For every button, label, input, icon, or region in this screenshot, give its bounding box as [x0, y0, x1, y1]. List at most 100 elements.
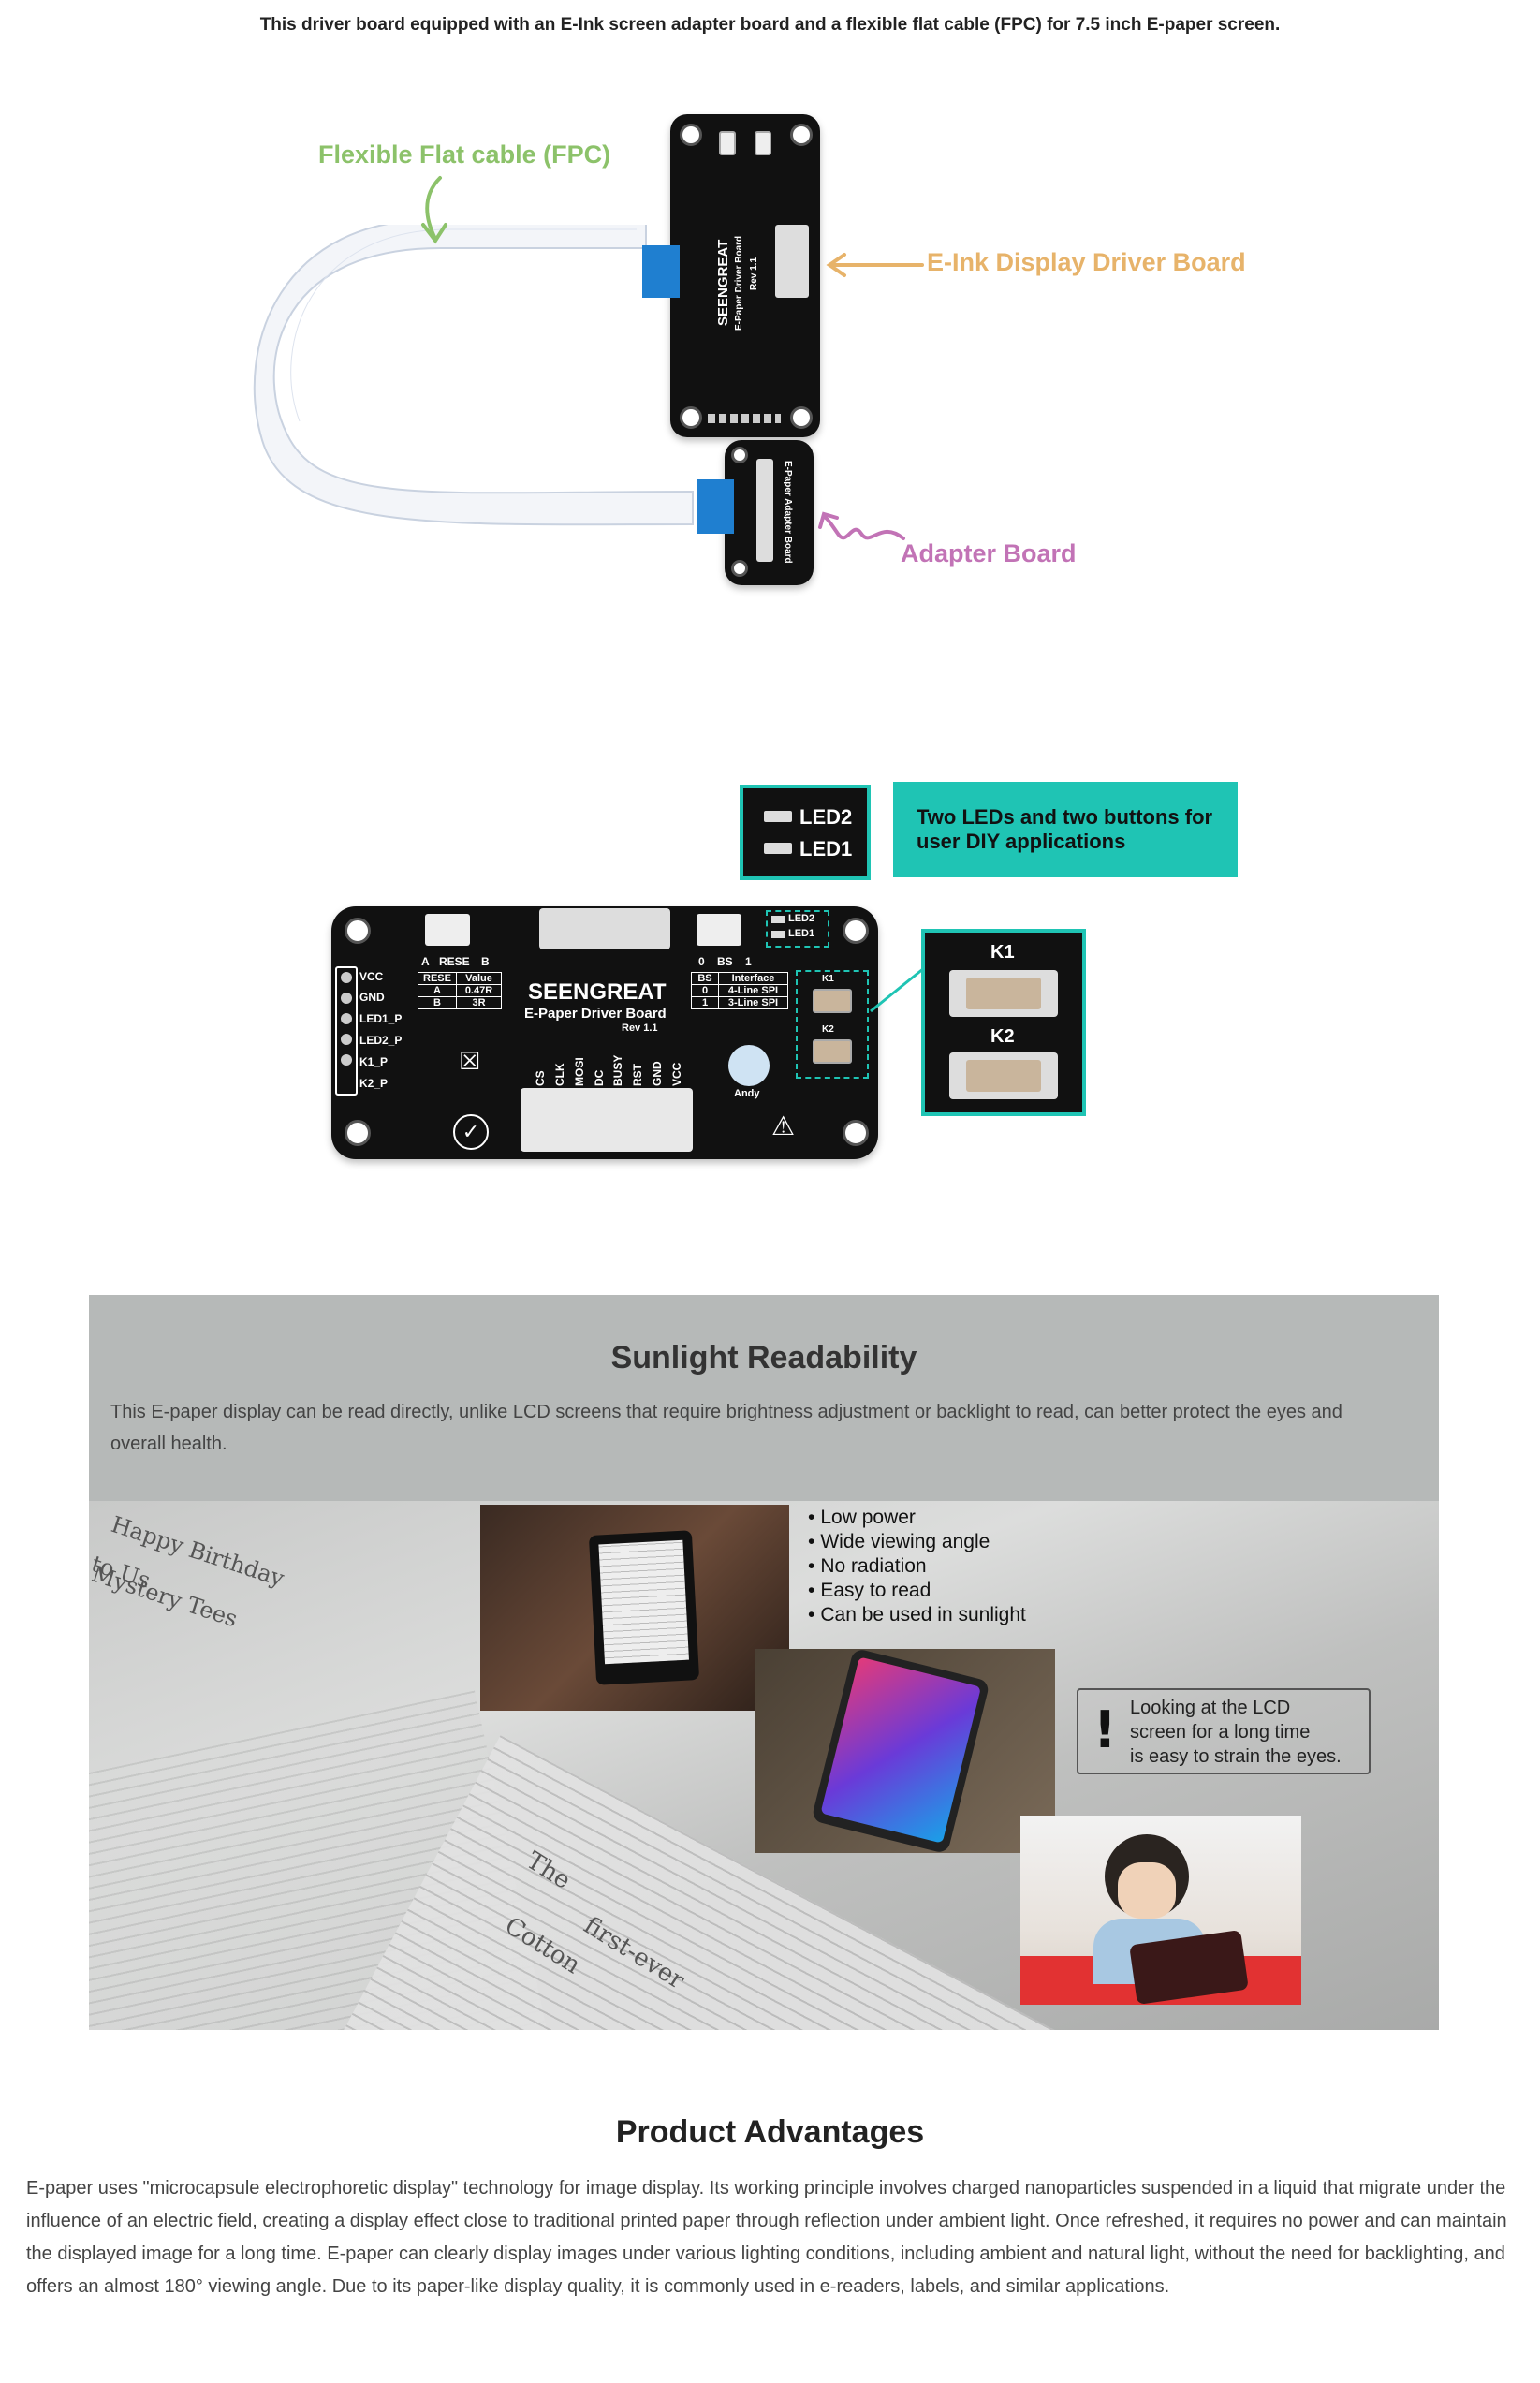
adapter-board-label: Adapter Board [901, 539, 1077, 567]
bottom-pin-header [708, 414, 781, 423]
top-fpc-connector [539, 908, 670, 949]
board-button-1 [719, 131, 736, 155]
rese-switch [425, 914, 470, 946]
pin-gnd-bottom: GND [651, 1061, 665, 1086]
warning-text: Looking at the LCD screen for a long tim… [1130, 1696, 1342, 1769]
led-inset: LED2 LED1 [740, 785, 871, 880]
buttons-highlight: K1 K2 [796, 970, 869, 1079]
driver-board-brand: SEENGREAT [715, 239, 731, 327]
driver-board-silk: E-Paper Driver Board [734, 235, 744, 331]
k2-board-label: K2 [822, 1024, 834, 1035]
board-brand: SEENGREAT [528, 979, 667, 1005]
switch-right-bs: BS [717, 955, 733, 968]
adapter-board: E-Paper Adapter Board [725, 440, 814, 585]
switch-right-0: 0 [698, 955, 705, 968]
driver-arrow-icon [826, 253, 924, 277]
board-name: E-Paper Driver Board [524, 1006, 667, 1022]
child-photo [1020, 1816, 1301, 2005]
driver-board-closeup: A RESE B 0 BS 1 LED2 LED1 VCC GND LED1_P… [331, 906, 878, 1159]
driver-board: SEENGREAT E-Paper Driver Board Rev 1.1 [670, 114, 820, 437]
bs-cell: 3-Line SPI [727, 997, 779, 1008]
warning-line: screen for a long time [1130, 1722, 1311, 1743]
pin-clk: CLK [552, 1063, 566, 1086]
driver-assembly-illustration: Flexible Flat cable (FPC) SEENGREAT E-Pa… [0, 0, 1540, 655]
pin-rst: RST [631, 1064, 645, 1086]
pin-gnd: GND [359, 991, 385, 1004]
pin-led1-p: LED1_P [359, 1012, 403, 1025]
callout-lines [870, 963, 930, 1013]
k2-label: K2 [990, 1026, 1015, 1047]
pin-vcc-bottom: VCC [669, 1062, 683, 1086]
bottom-connector [521, 1088, 693, 1152]
ereader-photo [480, 1505, 789, 1711]
warning-line: is easy to strain the eyes. [1130, 1746, 1342, 1767]
pin-led2-p: LED2_P [359, 1034, 403, 1047]
bullet-item: Wide viewing angle [808, 1530, 1026, 1554]
check-icon: ✓ [453, 1114, 489, 1150]
pin-k2-p: K2_P [359, 1077, 389, 1090]
bs-cell: 0 [692, 985, 719, 996]
board-closeup-illustration: LED2 LED1 Two LEDs and two buttons for u… [0, 768, 1540, 1170]
led2-board-label: LED2 [788, 913, 815, 924]
bottom-pin-labels: CS CLK MOSI DC BUSY RST GND VCC [534, 1034, 683, 1086]
switch-left-a: A [421, 955, 430, 968]
adapter-board-silk: E-Paper Adapter Board [783, 461, 793, 564]
bullet-item: Can be used in sunlight [808, 1603, 1026, 1627]
andy-logo [728, 1045, 770, 1086]
esd-icon: ⚠ [771, 1111, 796, 1140]
pin-mosi: MOSI [572, 1057, 586, 1086]
left-pin-header [335, 966, 358, 1096]
top-caption: This driver board equipped with an E-Ink… [259, 15, 1281, 35]
fpc-connector-adapter [697, 479, 734, 534]
callout-text-line1: Two LEDs and two buttons for [917, 805, 1213, 829]
adapter-arrow-icon [818, 511, 905, 540]
board-button-2 [755, 131, 771, 155]
bs-header: BS [692, 973, 719, 984]
pin-cs: CS [534, 1070, 547, 1086]
fpc-connector-driver [642, 245, 680, 298]
led2-label: LED2 [799, 805, 853, 829]
rese-cell: 0.47R [464, 985, 493, 996]
rese-cell: B [418, 997, 457, 1008]
led-highlight: LED2 LED1 [766, 910, 829, 948]
rese-cell: A [418, 985, 457, 996]
rese-header: RESE [418, 973, 457, 984]
bs-cell: 4-Line SPI [727, 985, 779, 996]
advantages-text: E-paper uses "microcapsule electrophoret… [26, 2178, 1507, 2297]
weee-icon: ☒ [459, 1047, 481, 1075]
bullet-item: Easy to read [808, 1579, 1026, 1603]
switch-right-1: 1 [745, 955, 752, 968]
bs-interface-header: Interface [731, 973, 775, 984]
k1-label: K1 [990, 942, 1015, 963]
callout-text-line2: user DIY applications [917, 830, 1126, 853]
sunlight-title: Sunlight Readability [610, 1340, 917, 1375]
pin-dc: DC [592, 1069, 606, 1086]
pin-vcc: VCC [359, 970, 384, 983]
bullet-item: Low power [808, 1506, 1026, 1530]
sunlight-description: This E-paper display can be read directl… [110, 1402, 1342, 1454]
rese-value-header: Value [465, 973, 492, 984]
board-rev: Rev 1.1 [622, 1022, 658, 1034]
fpc-arrow-icon [421, 176, 447, 244]
k1-button [949, 970, 1058, 1017]
pin-k1-p: K1_P [359, 1055, 389, 1068]
callout-box: Two LEDs and two buttons for user DIY ap… [893, 782, 1238, 877]
pin-busy: BUSY [611, 1054, 625, 1086]
bs-switch [697, 914, 741, 946]
warning-line: Looking at the LCD [1130, 1698, 1291, 1718]
feature-bullets: Low power Wide viewing angle No radiatio… [808, 1506, 1026, 1627]
bullet-item: No radiation [808, 1554, 1026, 1579]
switch-left-b: B [481, 955, 490, 968]
led1-board-label: LED1 [788, 928, 815, 939]
button-inset: K1 K2 [921, 929, 1086, 1116]
rese-table: RESE Value A 0.47R B 3R [418, 972, 502, 1009]
white-connector [775, 225, 809, 298]
fpc-cable-graphic [253, 225, 694, 526]
driver-board-label: E-Ink Display Driver Board [927, 248, 1246, 276]
k1-board-label: K1 [822, 974, 834, 984]
rese-cell: 3R [472, 997, 486, 1008]
driver-board-rev: Rev 1.1 [749, 257, 759, 290]
advantages-title: Product Advantages [615, 2114, 925, 2150]
tablet-photo [755, 1649, 1055, 1853]
